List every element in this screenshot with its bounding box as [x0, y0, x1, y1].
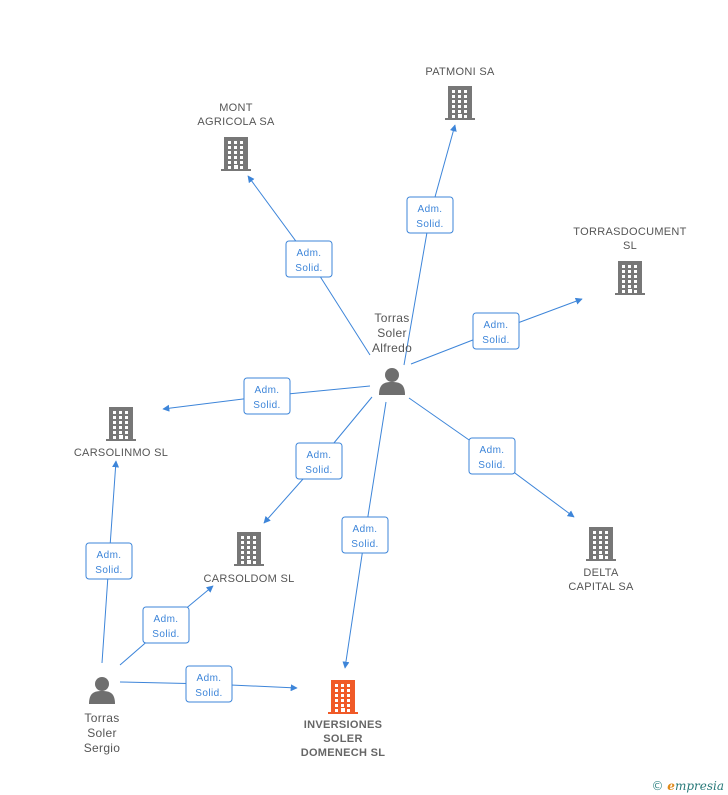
node-mont[interactable] [221, 137, 251, 171]
person-icon [89, 677, 115, 704]
node-label-carsolinmo: CARSOLINMO SL [74, 447, 168, 459]
building-icon [106, 407, 136, 441]
edge-label-text: Solid. [195, 688, 222, 699]
brand-name: mpresia [674, 779, 724, 793]
edge-label-text: Adm. [297, 248, 322, 259]
edge-label-box [472, 312, 520, 350]
edge-label-text: Solid. [152, 629, 179, 640]
edge-label-text: Adm. [154, 614, 179, 625]
node-label-sergio: Soler [87, 726, 117, 740]
edge-label-text: Adm. [97, 550, 122, 561]
nodes-layer: PATMONI SA MONT AGRICOLA SA TORRASDOCUMENT S… [74, 66, 687, 759]
edge-label-text: Adm. [307, 450, 332, 461]
edge-label-sergio-to-inversiones[interactable]: Adm. Solid. [185, 665, 233, 703]
edges-layer [101, 124, 583, 692]
edge-label-alfredo-to-torrasdoc[interactable]: Adm. Solid. [472, 312, 520, 350]
node-torrasdoc[interactable] [615, 261, 645, 295]
node-patmoni[interactable] [445, 86, 475, 120]
edge-label-text: Adm. [480, 445, 505, 456]
node-delta[interactable] [586, 527, 616, 561]
building-icon [615, 261, 645, 295]
edge-label-alfredo-to-inversiones[interactable]: Adm. Solid. [341, 516, 389, 554]
node-label-mont: MONT [219, 102, 253, 114]
edge-label-text: Adm. [353, 524, 378, 535]
node-label-mont: AGRICOLA SA [197, 116, 275, 128]
node-label-inversiones: INVERSIONES [304, 719, 383, 731]
building-icon [586, 527, 616, 561]
person-icon [379, 368, 405, 395]
building-icon [234, 532, 264, 566]
building-icon [221, 137, 251, 171]
edge-label-box [243, 377, 291, 415]
node-label-carsoldom: CARSOLDOM SL [203, 573, 294, 585]
node-label-alfredo: Torras [374, 311, 409, 325]
node-label-inversiones: SOLER [323, 733, 362, 745]
node-label-alfredo: Soler [377, 326, 407, 340]
edge-label-box [295, 442, 343, 480]
edge-label-alfredo-to-mont[interactable]: Adm. Solid. [285, 240, 333, 278]
edge-label-text: Solid. [478, 460, 505, 471]
edge-label-text: Solid. [295, 263, 322, 274]
copyright-symbol: © [651, 779, 664, 793]
node-sergio[interactable] [89, 677, 115, 704]
edge-label-text: Solid. [351, 539, 378, 550]
brand-logo-e: e [667, 779, 675, 793]
building-icon [445, 86, 475, 120]
edge-label-text: Adm. [484, 320, 509, 331]
edge-alfredo-to-patmoni [403, 124, 457, 366]
building-icon [328, 680, 358, 714]
node-label-sergio: Torras [84, 711, 119, 725]
edge-label-text: Adm. [418, 204, 443, 215]
edge-labels-layer: Adm. Solid. Adm. Solid. Adm. Solid. Adm. Solid.… [85, 196, 520, 703]
node-label-torrasdoc: SL [623, 240, 637, 252]
edge-label-box [142, 606, 190, 644]
edge-label-text: Solid. [482, 335, 509, 346]
edge-label-text: Solid. [416, 219, 443, 230]
edge-label-alfredo-to-carsoldom[interactable]: Adm. Solid. [295, 442, 343, 480]
node-carsolinmo[interactable] [106, 407, 136, 441]
edge-label-text: Solid. [95, 565, 122, 576]
edge-label-alfredo-to-carsolinmo[interactable]: Adm. Solid. [243, 377, 291, 415]
edge-label-sergio-to-carsoldom[interactable]: Adm. Solid. [142, 606, 190, 644]
node-carsoldom[interactable] [234, 532, 264, 566]
edge-label-text: Solid. [305, 465, 332, 476]
edge-label-box [185, 665, 233, 703]
node-alfredo[interactable] [379, 368, 405, 395]
node-label-inversiones: DOMENECH SL [301, 747, 386, 759]
edge-label-alfredo-to-delta[interactable]: Adm. Solid. [468, 437, 516, 475]
edge-label-sergio-to-carsolinmo[interactable]: Adm. Solid. [85, 542, 133, 580]
edge-label-text: Adm. [197, 673, 222, 684]
brand-footer[interactable]: © empresia [651, 779, 724, 793]
node-label-patmoni: PATMONI SA [425, 66, 495, 78]
edge-label-text: Solid. [253, 400, 280, 411]
edge-label-box [285, 240, 333, 278]
edge-label-box [341, 516, 389, 554]
node-label-alfredo: Alfredo [372, 341, 412, 355]
edge-label-box [468, 437, 516, 475]
edge-label-alfredo-to-patmoni[interactable]: Adm. Solid. [406, 196, 454, 234]
edge-label-text: Adm. [255, 385, 280, 396]
node-label-delta: DELTA [583, 567, 619, 579]
node-label-sergio: Sergio [84, 741, 121, 755]
node-inversiones[interactable] [328, 680, 358, 714]
node-label-delta: CAPITAL SA [568, 581, 634, 593]
node-label-torrasdoc: TORRASDOCUMENT [573, 226, 686, 238]
edge-label-box [406, 196, 454, 234]
edge-label-box [85, 542, 133, 580]
